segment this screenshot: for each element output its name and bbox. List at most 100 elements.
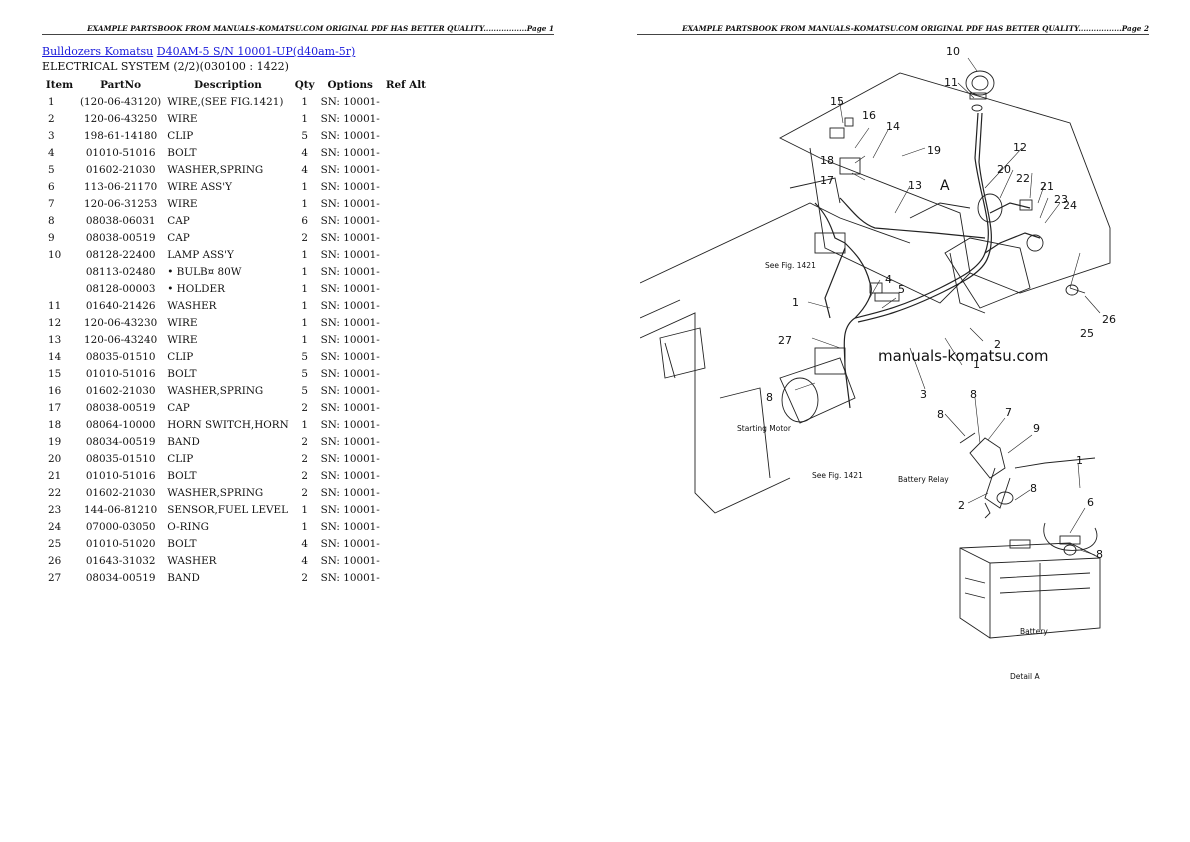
options-cell: SN: 10001-: [320, 333, 380, 346]
callout-14: 14: [886, 120, 900, 133]
ref-alt-cell: [383, 161, 429, 178]
callout-5: 5: [898, 283, 905, 296]
partno-cell: 08064-10000: [85, 418, 156, 431]
item-cell: 27: [48, 571, 62, 584]
options-cell: SN: 10001-: [320, 146, 380, 159]
ref-alt-cell: [383, 178, 429, 195]
qty-cell: 2: [301, 231, 308, 244]
callout-26: 26: [1102, 313, 1116, 326]
ref-alt-cell: [383, 518, 429, 535]
callout-8e: 8: [1096, 548, 1103, 561]
options-cell: SN: 10001-: [320, 282, 380, 295]
description-cell: BOLT: [167, 367, 197, 380]
description-cell: BOLT: [167, 146, 197, 159]
battery-relay-label: Battery Relay: [898, 475, 949, 484]
qty-cell: 1: [301, 282, 308, 295]
qty-cell: 1: [301, 180, 308, 193]
description-cell: BOLT: [167, 469, 197, 482]
description-cell: WIRE,(SEE FIG.1421): [167, 95, 284, 108]
callout-8b: 8: [937, 408, 944, 421]
item-cell: 8: [48, 214, 55, 227]
description-cell: HORN SWITCH,HORN: [167, 418, 289, 431]
item-cell: 2: [48, 112, 55, 125]
qty-cell: 2: [301, 486, 308, 499]
callout-8d: 8: [1030, 482, 1037, 495]
item-cell: 23: [48, 503, 62, 516]
options-cell: SN: 10001-: [320, 503, 380, 516]
partno-cell: 01010-51016: [85, 146, 156, 159]
description-cell: CAP: [167, 231, 190, 244]
watermark-text: manuals-komatsu.com: [878, 347, 1049, 365]
see-fig-label-2: See Fig. 1421: [812, 471, 863, 480]
callout-25: 25: [1080, 327, 1094, 340]
description-cell: CLIP: [167, 129, 194, 142]
description-cell: LAMP ASS'Y: [167, 248, 234, 261]
partno-cell: 120-06-43240: [84, 333, 158, 346]
breadcrumb: Bulldozers Komatsu D40AM-5 S/N 10001-UP(…: [42, 45, 355, 58]
partno-cell: 120-06-43230: [84, 316, 158, 329]
options-cell: SN: 10001-: [320, 112, 380, 125]
item-cell: 7: [48, 197, 55, 210]
detail-a-label: Detail A: [1010, 672, 1040, 681]
item-cell: 15: [48, 367, 62, 380]
qty-cell: 4: [301, 537, 308, 550]
item-cell: 14: [48, 350, 62, 363]
machine-frame: [640, 72, 1111, 514]
partno-cell: 08034-00519: [85, 435, 156, 448]
partno-cell: 01602-21030: [85, 384, 156, 397]
item-cell: 22: [48, 486, 62, 499]
qty-cell: 2: [301, 435, 308, 448]
qty-cell: 4: [301, 163, 308, 176]
description-cell: CAP: [167, 214, 190, 227]
callout-1b: 1: [973, 358, 980, 371]
options-cell: SN: 10001-: [320, 163, 380, 176]
qty-cell: 1: [301, 333, 308, 346]
callout-9: 9: [1033, 422, 1040, 435]
ref-alt-cell: [383, 297, 429, 314]
parts-table: Item PartNo Description Qty Options Ref …: [42, 76, 429, 586]
qty-cell: 2: [301, 401, 308, 414]
partno-cell: 113-06-21170: [84, 180, 158, 193]
options-cell: SN: 10001-: [320, 486, 380, 499]
ref-alt-cell: [383, 467, 429, 484]
options-cell: SN: 10001-: [320, 180, 380, 193]
item-cell: 11: [48, 299, 62, 312]
partno-cell: 01010-51016: [85, 367, 156, 380]
ref-alt-cell: [383, 110, 429, 127]
qty-cell: 2: [301, 571, 308, 584]
qty-cell: 6: [301, 214, 308, 227]
qty-cell: 1: [301, 95, 308, 108]
breadcrumb-link-bulldozers[interactable]: Bulldozers Komatsu: [42, 45, 154, 58]
ref-alt-cell: [383, 93, 429, 110]
partno-cell: 08128-22400: [85, 248, 156, 261]
annotation-labels: See Fig. 1421 Starting Motor See Fig. 14…: [737, 261, 1049, 681]
col-header-description: Description: [194, 78, 262, 91]
description-cell: WASHER,SPRING: [167, 384, 264, 397]
qty-cell: 4: [301, 146, 308, 159]
callout-24: 24: [1063, 199, 1077, 212]
qty-cell: 1: [301, 503, 308, 516]
qty-cell: 5: [301, 350, 308, 363]
partno-cell: 120-06-31253: [84, 197, 158, 210]
callout-2b: 2: [958, 499, 965, 512]
breadcrumb-link-model[interactable]: D40AM-5 S/N 10001-UP(d40am-5r): [156, 45, 356, 58]
ref-alt-cell: [383, 552, 429, 569]
options-cell: SN: 10001-: [320, 571, 380, 584]
description-cell: • BULB¤ 80W: [167, 265, 242, 278]
options-cell: SN: 10001-: [320, 537, 380, 550]
qty-cell: 1: [301, 418, 308, 431]
options-cell: SN: 10001-: [320, 435, 380, 448]
ref-alt-cell: [383, 535, 429, 552]
ref-alt-cell: [383, 501, 429, 518]
callout-3: 3: [920, 388, 927, 401]
options-cell: SN: 10001-: [320, 384, 380, 397]
